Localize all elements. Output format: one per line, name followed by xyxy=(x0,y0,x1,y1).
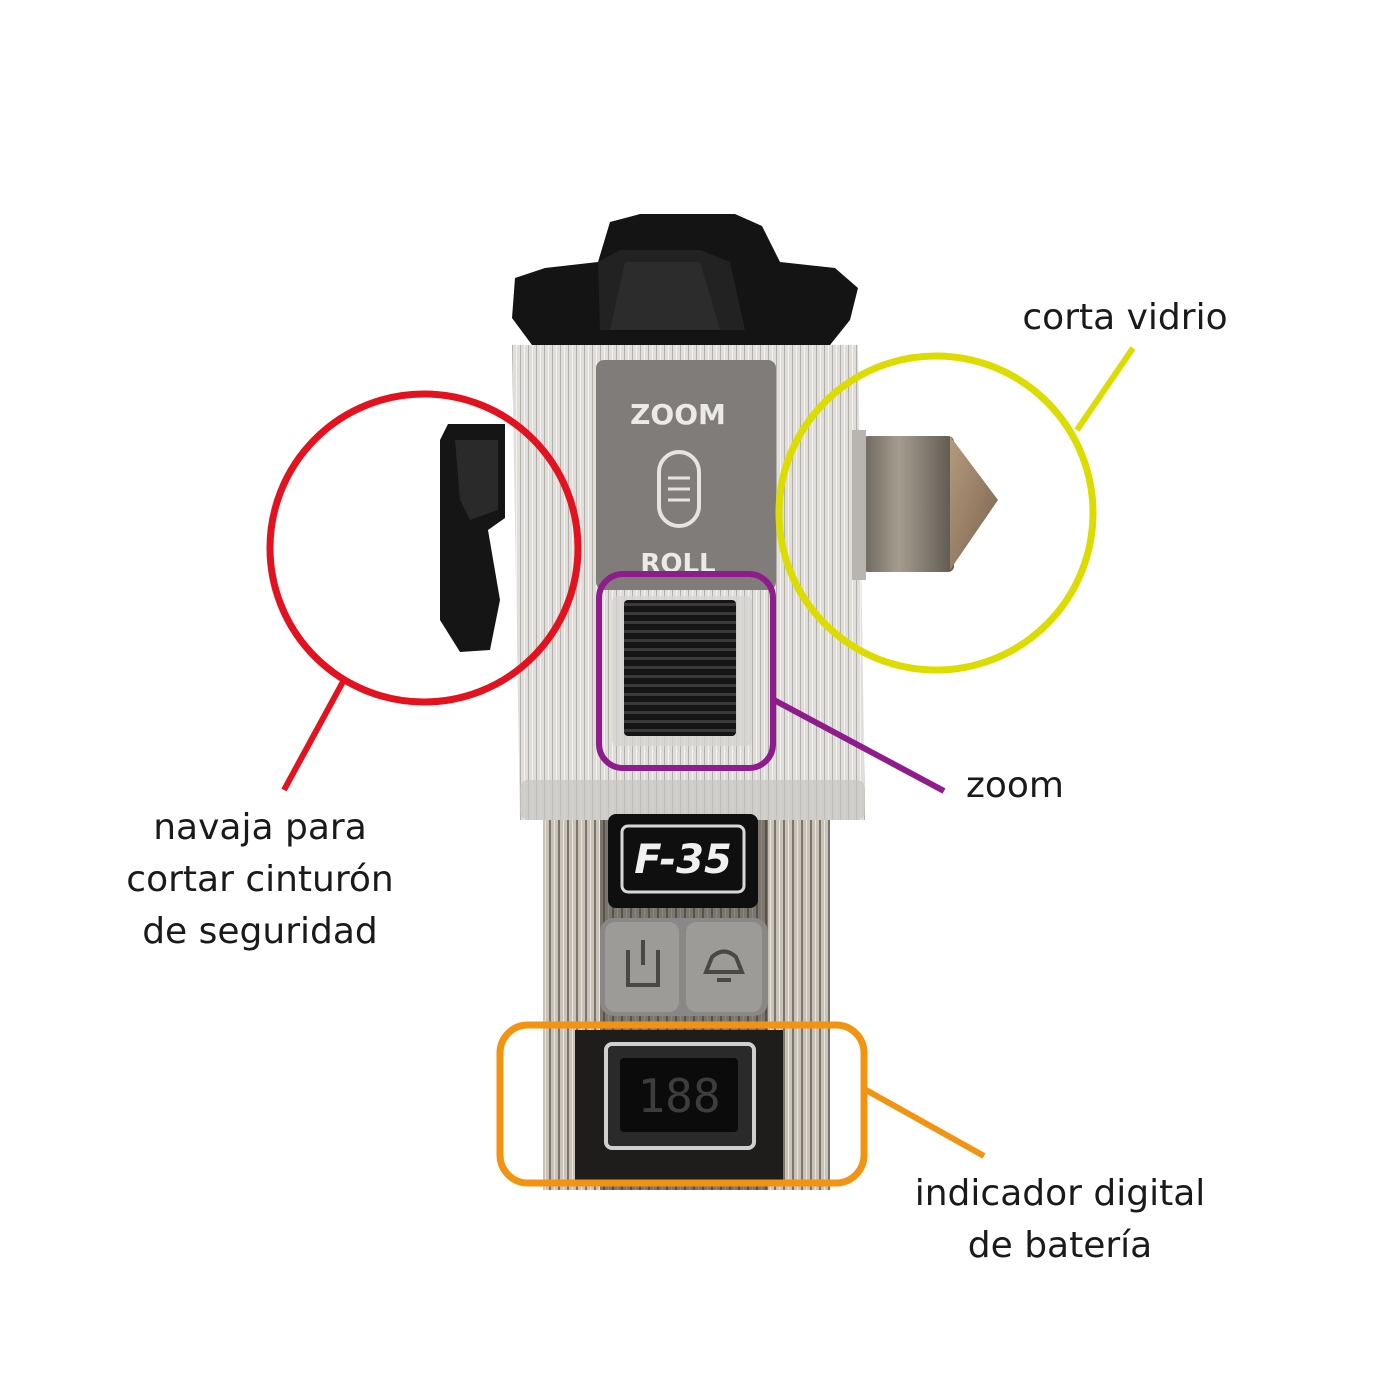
label-bateria: indicador digital de batería xyxy=(914,1173,1206,1266)
lamp-icon xyxy=(703,949,745,974)
callout-glass-breaker xyxy=(775,346,1136,674)
battery-display: 188 xyxy=(575,1030,783,1180)
belt-cutter xyxy=(440,424,505,652)
label-navaja: navaja para cortar cinturón de seguridad xyxy=(126,807,394,952)
zoom-roller[interactable] xyxy=(612,596,752,746)
zoom-text: ZOOM xyxy=(630,398,726,431)
lamp-button[interactable] xyxy=(686,922,762,1012)
power-icon xyxy=(626,950,660,987)
display-digits: 188 xyxy=(637,1069,720,1123)
label-zoom: zoom xyxy=(965,765,1064,806)
callout-belt-cutter xyxy=(266,390,582,792)
roller-icon xyxy=(657,450,701,528)
model-text: F-35 xyxy=(634,837,732,883)
model-badge: F-35 xyxy=(608,814,758,908)
button-panel xyxy=(600,918,768,1016)
power-button[interactable] xyxy=(605,922,679,1012)
crown-cap xyxy=(512,214,858,345)
zoom-plate: ZOOM ROLL xyxy=(596,360,776,590)
callout-battery xyxy=(496,1021,986,1187)
glass-breaker xyxy=(852,430,998,580)
callout-zoom xyxy=(596,571,946,794)
label-corta-vidrio: corta vidrio xyxy=(1022,297,1228,338)
